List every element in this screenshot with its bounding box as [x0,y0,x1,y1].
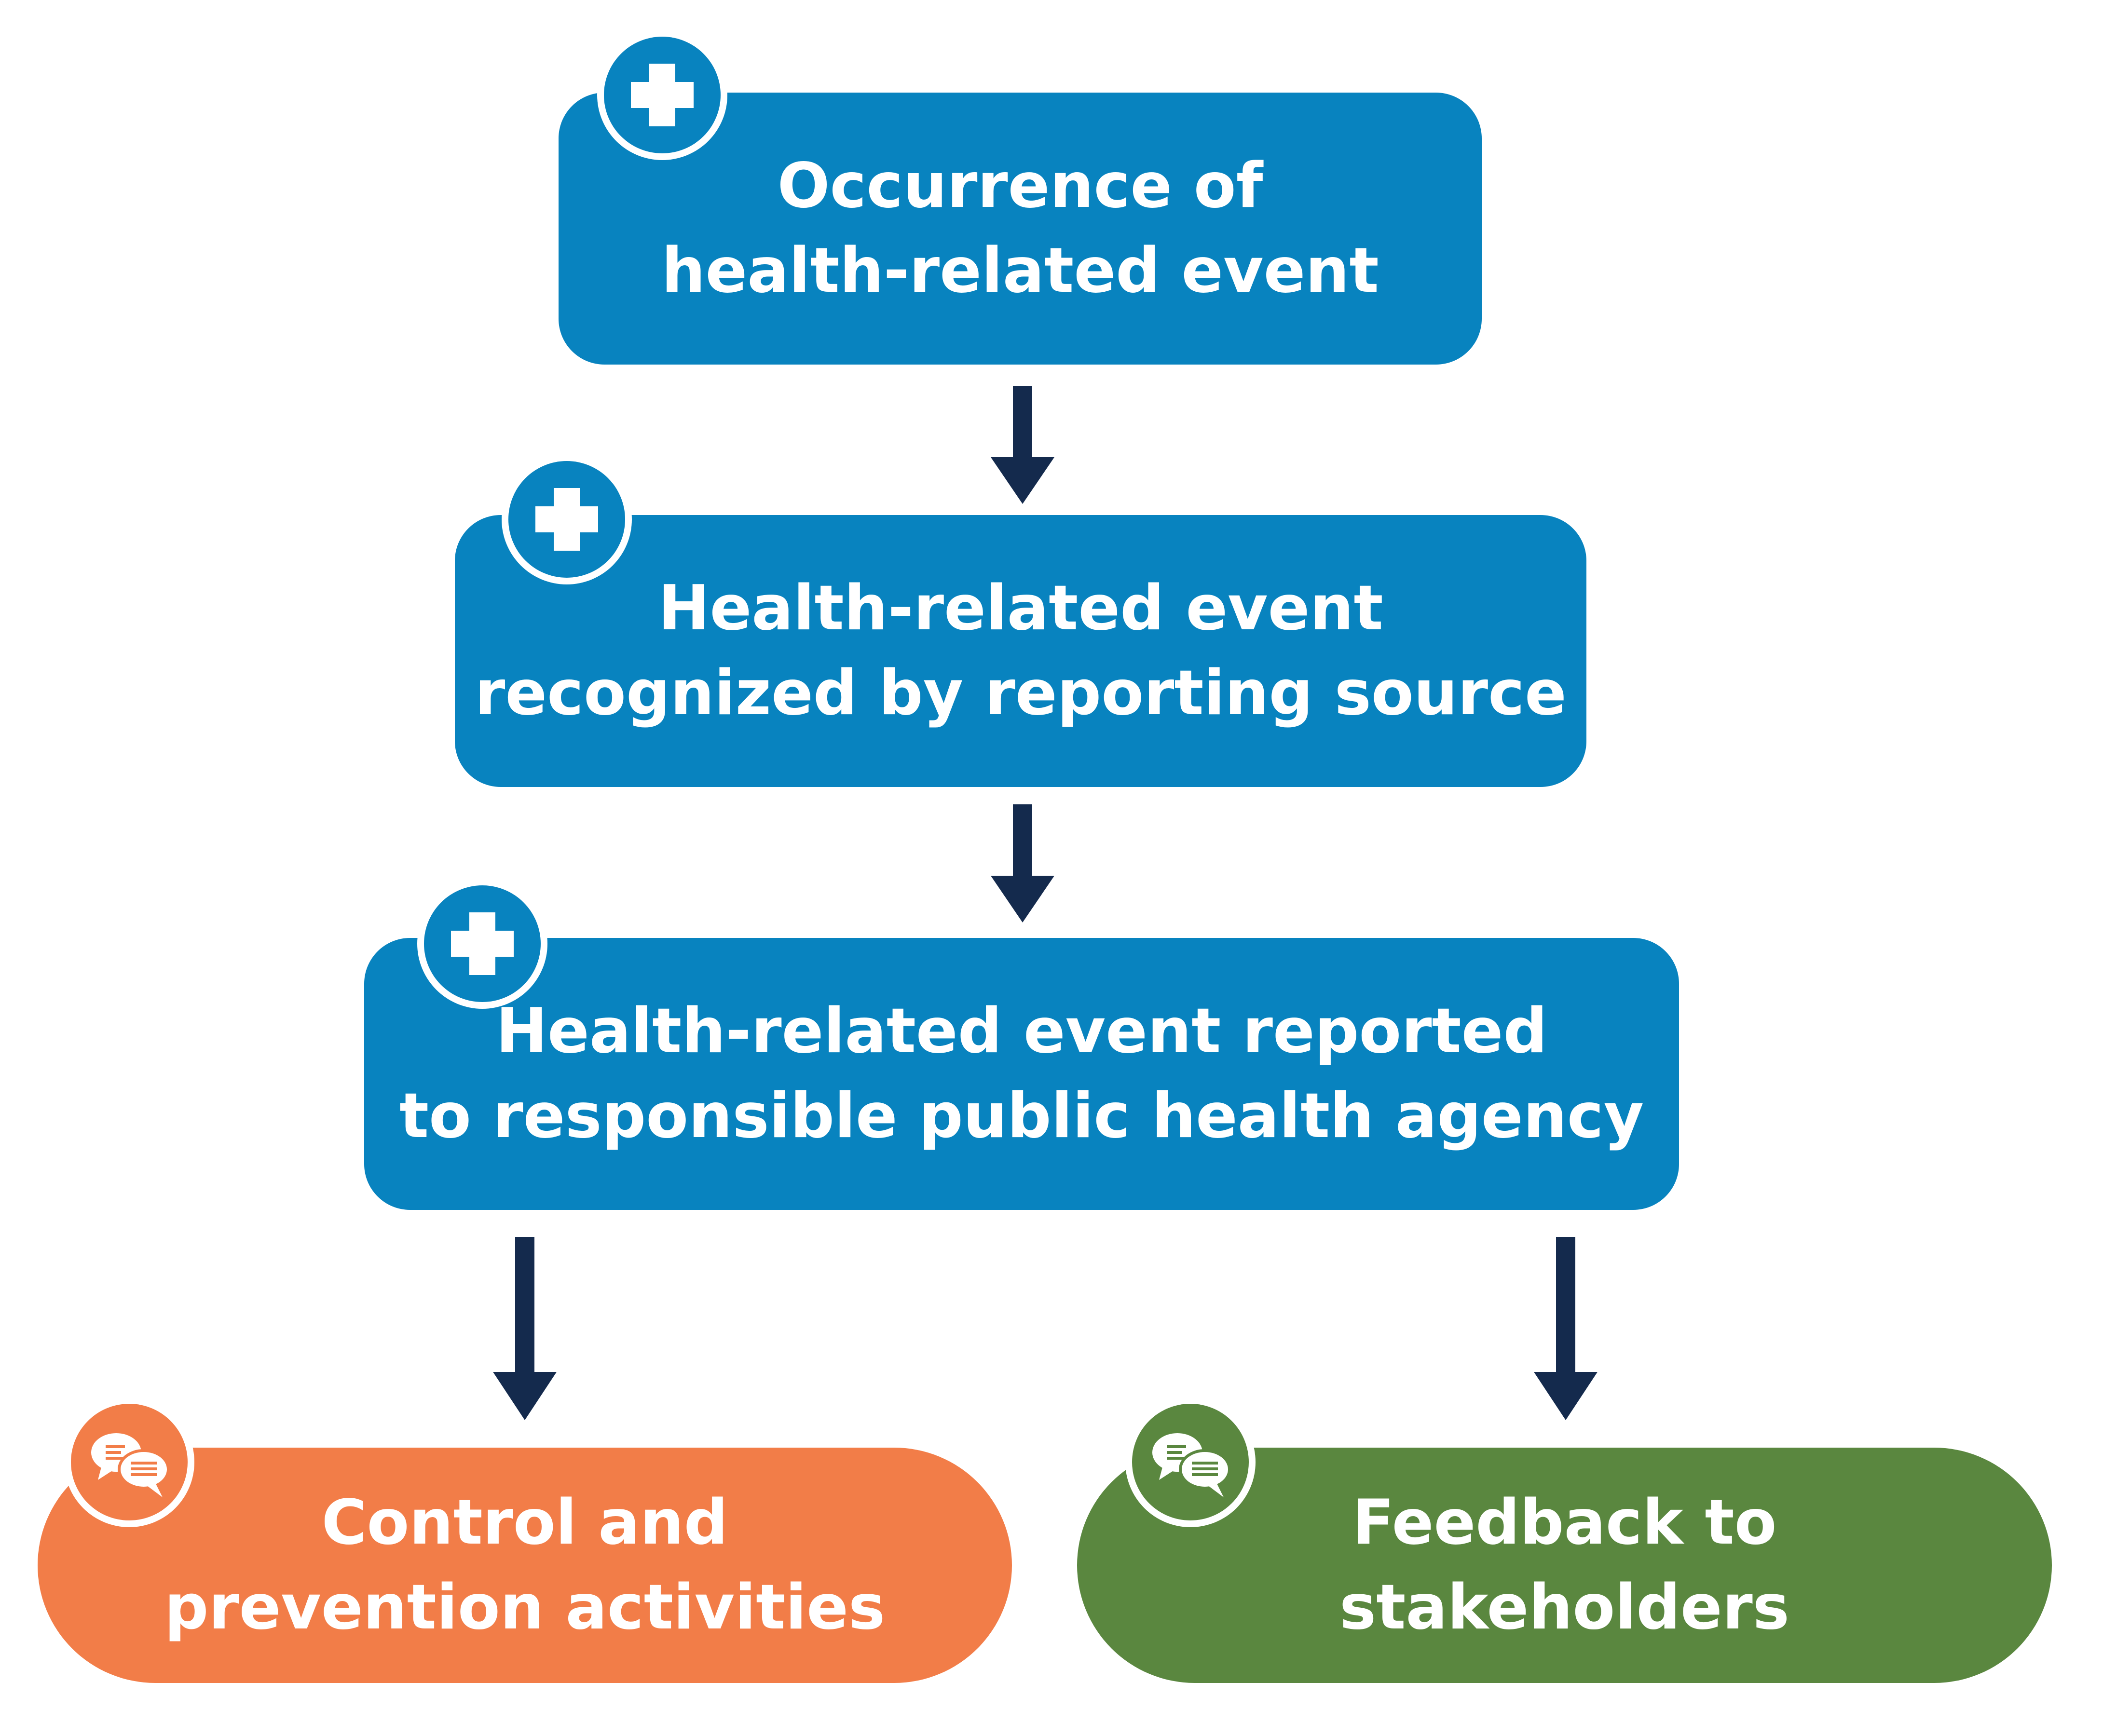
outcome-control-line1: Control and [321,1487,728,1559]
outcome-feedback-line2: stakeholders [1339,1572,1789,1643]
chat-bubbles-icon [1125,1397,1256,1527]
arrow-occurrence-to-recognized [991,386,1054,504]
medical-cross-icon [417,879,547,1009]
outcome-control-box: Control and prevention activities [38,1448,1012,1683]
step-recognized-line1: Health-related event [658,572,1383,644]
arrow-recognized-to-reported [991,804,1054,922]
step-reported-line1: Health-related event reported [495,995,1548,1067]
outcome-control-line2: prevention activities [164,1572,886,1643]
arrow-reported-to-control [493,1237,557,1420]
step-reported-box: Health-related event reported to respons… [364,938,1679,1210]
step-reported-line2: to responsible public health agency [399,1080,1644,1152]
outcome-feedback-line1: Feedback to [1352,1487,1777,1559]
chat-bubbles-icon [64,1397,194,1527]
step-occurrence-line1: Occurrence of [777,150,1263,222]
arrow-reported-to-feedback [1534,1237,1598,1420]
step-recognized-line2: recognized by reporting source [475,657,1567,729]
step-occurrence-line2: health-related event [661,235,1379,307]
step-occurrence-box: Occurrence of health-related event [559,93,1482,365]
step-recognized-box: Health-related event recognized by repor… [455,515,1586,787]
medical-cross-icon [502,454,632,584]
medical-cross-icon [597,30,727,160]
